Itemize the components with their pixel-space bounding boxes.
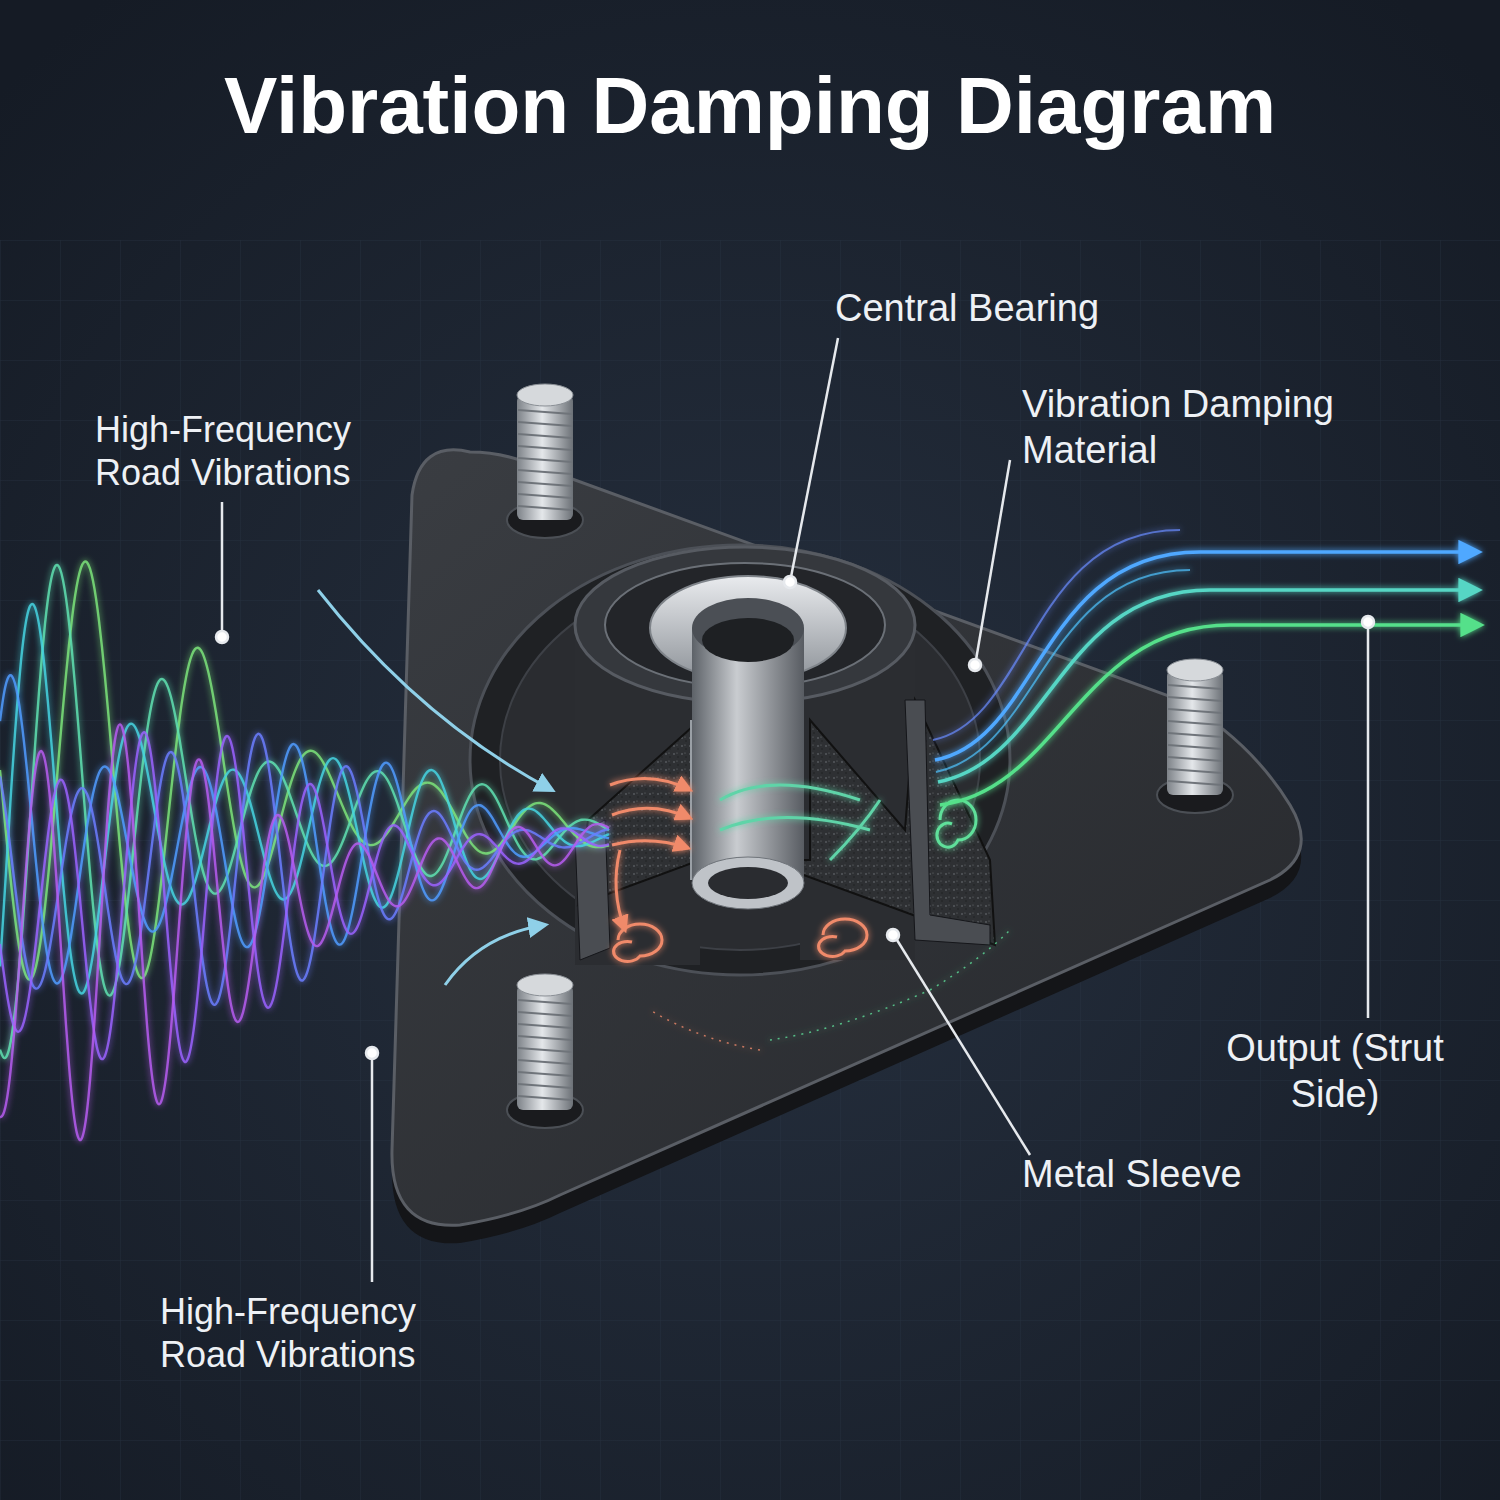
vibration-label: High-Frequency Road Vibrations xyxy=(95,408,395,494)
stud-bolt xyxy=(507,974,583,1128)
output-arrow xyxy=(933,530,1480,805)
output-label: Output (Strut Side) xyxy=(1215,1026,1455,1117)
recess xyxy=(470,545,1010,975)
vibration-label: High-Frequency Road Vibrations xyxy=(160,1290,480,1376)
input-arrow xyxy=(318,590,552,985)
mount-plate xyxy=(392,450,1301,1243)
stud-bolt xyxy=(1157,659,1233,813)
diagram-title: Vibration Damping Diagram xyxy=(0,58,1500,154)
vibration-waves xyxy=(0,561,609,1140)
internal-flow xyxy=(610,779,1010,1050)
wave-line xyxy=(0,724,609,1140)
metal-sleeve xyxy=(692,628,804,883)
wave-line xyxy=(0,604,609,994)
stud-bolt xyxy=(507,384,583,538)
part-label: Vibration Damping Material xyxy=(1022,382,1367,473)
bearing-housing xyxy=(575,547,995,965)
wave-line xyxy=(0,565,609,1058)
leader-line xyxy=(216,338,1374,1282)
part-label: Metal Sleeve xyxy=(1022,1152,1352,1198)
wave-line xyxy=(0,734,609,1005)
part-label: Central Bearing xyxy=(835,286,1165,332)
wave-line xyxy=(0,675,609,983)
grid xyxy=(0,240,1500,1500)
wave-line xyxy=(0,732,609,1062)
